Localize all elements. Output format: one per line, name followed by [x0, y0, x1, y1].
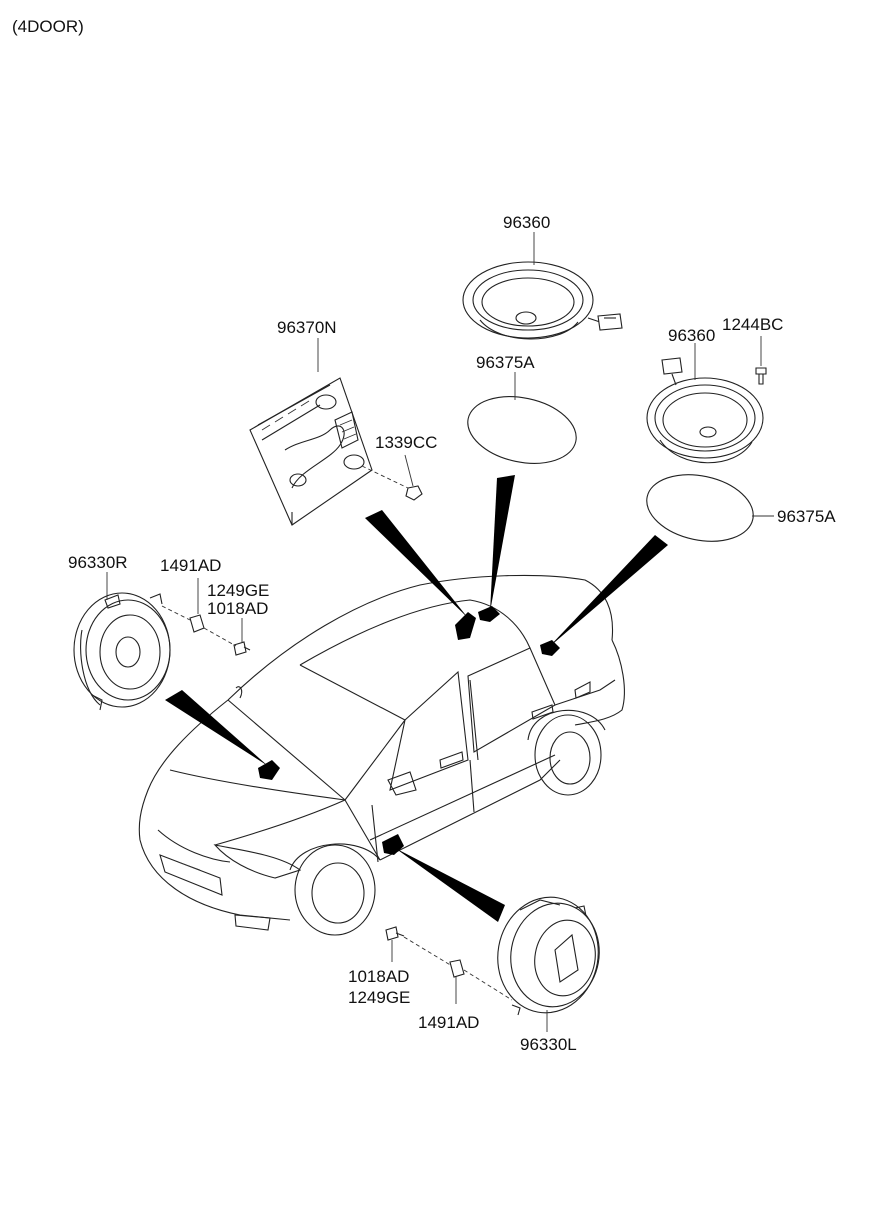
- front-door-speaker-96330L: [497, 896, 600, 1016]
- front-door-speaker-96330R: [73, 592, 171, 711]
- car-body-outline: [138, 574, 625, 936]
- label-1491AD-top: 1491AD: [160, 556, 221, 575]
- rear-left-shelf-speaker-location: [478, 606, 500, 622]
- rear-speaker-96360-right: [646, 357, 764, 464]
- amplifier-96370N: [249, 377, 373, 526]
- screw-1018AD-top: [233, 641, 251, 656]
- label-96330R: 96330R: [68, 553, 128, 572]
- screw-1244BC: [755, 367, 767, 385]
- rear-speaker-96360-left: [462, 261, 623, 340]
- clip-1491AD-top: [189, 614, 205, 633]
- leader-wedges: [165, 475, 668, 922]
- amplifier-location: [455, 612, 476, 640]
- speaker-mount-locations: [258, 606, 560, 855]
- front-left-door-speaker-location: [382, 834, 404, 855]
- variant-label: (4DOOR): [12, 17, 84, 36]
- wedge-amplifier: [365, 510, 468, 618]
- label-96375A-left: 96375A: [476, 353, 535, 372]
- label-96370N: 96370N: [277, 318, 337, 337]
- label-96330L: 96330L: [520, 1035, 577, 1054]
- wedge-rear-left-speaker: [490, 475, 515, 612]
- nut-1339CC: [405, 485, 423, 501]
- label-1018AD-bottom: 1018AD: [348, 967, 409, 986]
- wedge-front-right-speaker: [165, 690, 268, 766]
- label-1018AD-top: 1018AD: [207, 599, 268, 618]
- label-96360-left: 96360: [503, 213, 550, 232]
- leader-1339CC: [404, 454, 414, 487]
- front-right-door-speaker-location: [258, 760, 280, 780]
- wedge-front-left-speaker: [395, 848, 505, 922]
- speaker-cover-96375A-left: [467, 396, 577, 464]
- leader-screw-top-dashed: [203, 627, 237, 647]
- label-1249GE-top: 1249GE: [207, 581, 269, 600]
- leader-1491AD-top-dashed: [161, 605, 191, 621]
- label-1249GE-bottom: 1249GE: [348, 988, 410, 1007]
- label-96360-right: 96360: [668, 326, 715, 345]
- leader-1339CC-dashed: [361, 465, 409, 489]
- label-1339CC: 1339CC: [375, 433, 437, 452]
- label-96375A-right: 96375A: [777, 507, 836, 526]
- wedge-rear-right-speaker: [548, 535, 668, 648]
- screw-1018AD-bottom: [385, 926, 405, 941]
- label-1244BC: 1244BC: [722, 315, 783, 334]
- speaker-cover-96375A-right: [646, 474, 754, 542]
- leader-1491AD-bottom-dashed: [463, 969, 513, 1001]
- rear-right-shelf-speaker-location: [540, 640, 560, 656]
- clip-1491AD-bottom: [449, 959, 465, 978]
- label-1491AD-bottom: 1491AD: [418, 1013, 479, 1032]
- leader-screw-bottom-dashed: [403, 936, 453, 967]
